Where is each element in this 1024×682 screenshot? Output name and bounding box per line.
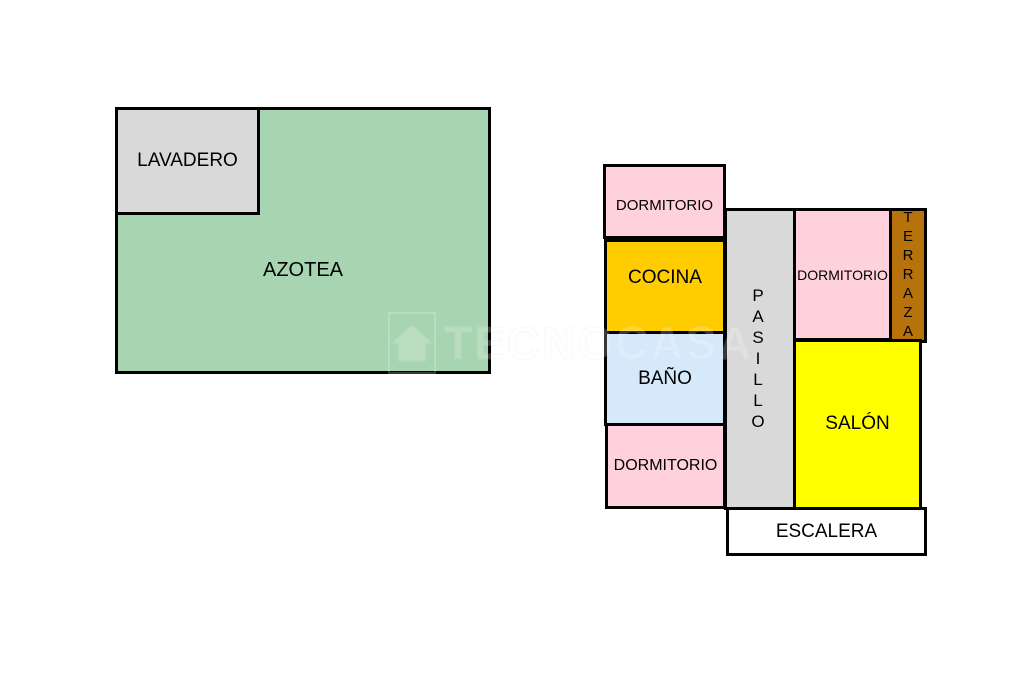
room-dormitorio-top: DORMITORIO xyxy=(603,164,726,239)
room-cocina: COCINA xyxy=(604,239,726,334)
room-pasillo-label: PASILLO xyxy=(748,285,768,433)
room-dormitorio-top-label: DORMITORIO xyxy=(615,197,714,214)
room-lavadero: LAVADERO xyxy=(115,107,260,215)
room-dormitorio-right-label: DORMITORIO xyxy=(797,266,888,283)
room-salon: SALÓN xyxy=(793,339,922,510)
room-azotea-label: AZOTEA xyxy=(262,259,343,281)
room-terraza-label: TERRAZA xyxy=(899,209,917,342)
room-bano-label: BAÑO xyxy=(638,367,692,389)
room-escalera-label: ESCALERA xyxy=(775,520,878,542)
room-dormitorio-bottom: DORMITORIO xyxy=(605,423,726,509)
room-lavadero-label: LAVADERO xyxy=(137,150,238,171)
room-terraza: TERRAZA xyxy=(889,208,927,343)
room-escalera: ESCALERA xyxy=(726,507,927,556)
room-pasillo: PASILLO xyxy=(724,208,796,510)
room-cocina-label: COCINA xyxy=(628,266,702,288)
room-bano: BAÑO xyxy=(604,331,726,426)
room-dormitorio-right: DORMITORIO xyxy=(793,208,892,341)
room-salon-label: SALÓN xyxy=(825,412,890,434)
room-dormitorio-bottom-label: DORMITORIO xyxy=(613,457,718,474)
